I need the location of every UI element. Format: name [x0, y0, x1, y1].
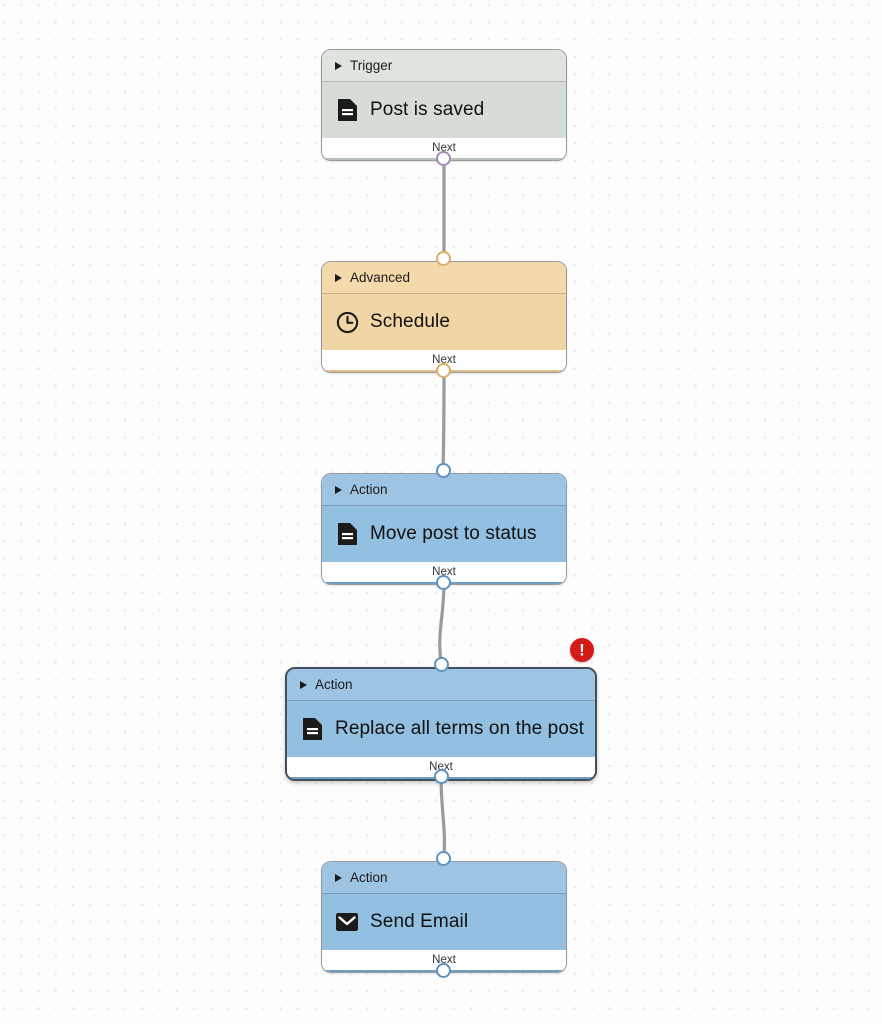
node-title: Send Email — [370, 911, 469, 932]
node-body-send-email[interactable]: Send Email — [322, 893, 566, 950]
node-body-advanced[interactable]: Schedule — [322, 293, 566, 350]
disclosure-triangle-icon[interactable] — [335, 61, 342, 70]
node-header-advanced[interactable]: Advanced — [322, 262, 566, 293]
clock-icon — [335, 310, 359, 334]
node-body-replace-terms[interactable]: Replace all terms on the post — [287, 700, 595, 757]
port-output-send-email[interactable] — [436, 963, 451, 978]
document-icon — [300, 717, 324, 741]
node-category-label: Action — [315, 677, 353, 692]
node-header-move-post[interactable]: Action — [322, 474, 566, 505]
node-title: Schedule — [370, 311, 451, 332]
node-body-trigger[interactable]: Post is saved — [322, 81, 566, 138]
document-icon — [335, 522, 359, 546]
envelope-icon — [335, 910, 359, 934]
error-badge-symbol: ! — [579, 640, 585, 659]
disclosure-triangle-icon[interactable] — [335, 273, 342, 282]
node-header-trigger[interactable]: Trigger — [322, 50, 566, 81]
workflow-node-move-post[interactable]: Action Move post to status Next — [321, 473, 567, 585]
node-footer-label: Next — [432, 142, 456, 154]
node-title: Move post to status — [370, 523, 537, 544]
port-input-advanced[interactable] — [436, 251, 451, 266]
node-category-label: Action — [350, 482, 388, 497]
edge-replace-terms-to-send-email — [439, 774, 447, 860]
port-input-replace-terms[interactable] — [434, 657, 449, 672]
node-footer-label: Next — [432, 954, 456, 966]
port-input-send-email[interactable] — [436, 851, 451, 866]
disclosure-triangle-icon[interactable] — [300, 680, 307, 689]
edge-move-post-to-replace-terms — [438, 580, 446, 666]
node-category-label: Advanced — [350, 270, 411, 285]
document-icon — [335, 98, 359, 122]
port-output-trigger[interactable] — [436, 151, 451, 166]
node-footer-label: Next — [432, 354, 456, 366]
port-output-advanced[interactable] — [436, 363, 451, 378]
node-category-label: Trigger — [350, 58, 393, 73]
node-title: Post is saved — [370, 99, 485, 120]
port-input-move-post[interactable] — [436, 463, 451, 478]
node-header-replace-terms[interactable]: Action — [287, 669, 595, 700]
disclosure-triangle-icon[interactable] — [335, 873, 342, 882]
workflow-node-replace-terms[interactable]: Action Replace all terms on the post Nex… — [285, 667, 597, 781]
workflow-node-send-email[interactable]: Action Send Email Next — [321, 861, 567, 973]
port-output-replace-terms[interactable] — [434, 769, 449, 784]
port-output-move-post[interactable] — [436, 575, 451, 590]
node-title: Replace all terms on the post — [335, 718, 584, 739]
disclosure-triangle-icon[interactable] — [335, 485, 342, 494]
workflow-node-advanced[interactable]: Advanced Schedule Next — [321, 261, 567, 373]
node-footer-label: Next — [432, 566, 456, 578]
workflow-node-trigger[interactable]: Trigger Post is saved Next — [321, 49, 567, 161]
node-header-send-email[interactable]: Action — [322, 862, 566, 893]
node-category-label: Action — [350, 870, 388, 885]
node-footer-label: Next — [429, 761, 453, 773]
edge-advanced-to-move-post — [441, 368, 446, 472]
error-badge-icon[interactable]: ! — [570, 638, 594, 662]
node-body-move-post[interactable]: Move post to status — [322, 505, 566, 562]
